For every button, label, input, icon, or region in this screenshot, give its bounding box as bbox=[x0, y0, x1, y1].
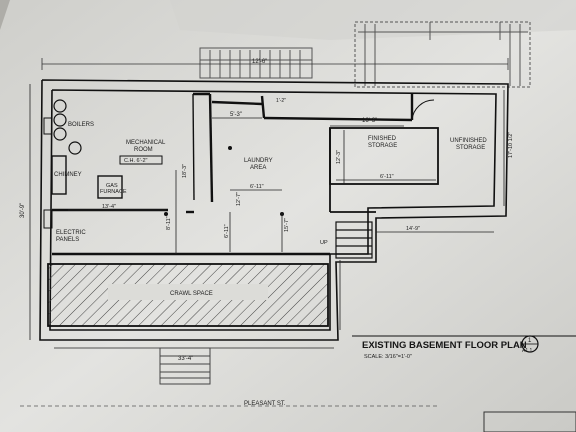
dim-13-4: 13'-4" bbox=[102, 204, 116, 210]
front-entry-stairs bbox=[159, 347, 211, 385]
label-furnace: FURNACE bbox=[100, 189, 127, 195]
dim-16-3: 16'-3" bbox=[362, 118, 377, 124]
dim-14-9: 14'-9" bbox=[406, 226, 420, 232]
ceiling-height-box bbox=[119, 155, 163, 165]
overall-top-dimension-line bbox=[41, 58, 509, 70]
columns bbox=[164, 146, 284, 216]
dim-8-11: 8'-11" bbox=[166, 216, 172, 230]
sheet-tag-bottom: A1.1 bbox=[522, 348, 533, 354]
label-storage: STORAGE bbox=[368, 143, 397, 149]
mechanical-room-wall bbox=[192, 93, 195, 201]
interior-stair bbox=[335, 221, 373, 259]
label-electric: ELECTRIC bbox=[56, 230, 86, 236]
dim-6-11-left: 6'-11" bbox=[224, 224, 230, 238]
label-mechanical: MECHANICAL bbox=[126, 140, 166, 146]
label-unfinished-storage: STORAGE bbox=[456, 145, 485, 151]
label-panels: PANELS bbox=[56, 237, 79, 243]
dim-17-10: 17'-10 1/2" bbox=[508, 132, 514, 158]
chimney-symbol bbox=[51, 155, 67, 195]
label-crawl-space: CRAWL SPACE bbox=[170, 291, 213, 297]
dim-6-11-mid: 6'-11" bbox=[380, 174, 394, 180]
label-boilers: BOILERS bbox=[68, 122, 94, 128]
dim-5-3: 5'-3" bbox=[230, 112, 242, 118]
gas-furnace-symbol bbox=[97, 175, 123, 199]
boilers-symbol bbox=[53, 99, 82, 155]
label-ceiling-height: C.H. 6'-2" bbox=[124, 158, 148, 164]
door-swing-storage bbox=[411, 99, 435, 121]
dim-deck-top: 12'-6" bbox=[252, 59, 267, 65]
label-unfinished: UNFINISHED bbox=[450, 138, 487, 144]
finished-storage-room bbox=[329, 127, 439, 213]
crawl-space-label-bg bbox=[108, 284, 268, 300]
interior-dimension-lines bbox=[29, 84, 505, 349]
label-gas: GAS bbox=[106, 183, 118, 189]
dim-6-11-upper: 6'-11" bbox=[250, 184, 264, 190]
dim-15-7: 15'-7" bbox=[284, 218, 290, 232]
dim-33-4: 33'-4" bbox=[178, 356, 193, 362]
rear-deck bbox=[354, 21, 531, 88]
window-west bbox=[43, 117, 53, 135]
label-room: ROOM bbox=[134, 147, 153, 153]
label-finished: FINISHED bbox=[368, 136, 397, 142]
title-block-box bbox=[483, 411, 576, 432]
dim-30-9: 30'-9" bbox=[20, 203, 26, 218]
dim-12-7: 12'-7" bbox=[236, 192, 242, 206]
sheet-title: EXISTING BASEMENT FLOOR PLAN bbox=[362, 340, 527, 351]
dim-12-3: 12'-3" bbox=[336, 150, 342, 164]
electric-panel-box bbox=[43, 209, 53, 229]
dim-18-3: 18'-3" bbox=[182, 164, 188, 178]
label-chimney: CHIMNEY bbox=[54, 172, 82, 178]
sheet-tag-top: 1 bbox=[528, 338, 532, 344]
label-area: AREA bbox=[250, 165, 266, 171]
label-laundry: LAUNDRY bbox=[244, 158, 273, 164]
label-up: UP bbox=[320, 240, 328, 246]
label-street: PLEASANT ST. bbox=[244, 401, 286, 407]
sheet-scale: SCALE: 3/16"=1'-0" bbox=[364, 354, 412, 360]
dim-1-2: 1'-2" bbox=[276, 98, 286, 104]
